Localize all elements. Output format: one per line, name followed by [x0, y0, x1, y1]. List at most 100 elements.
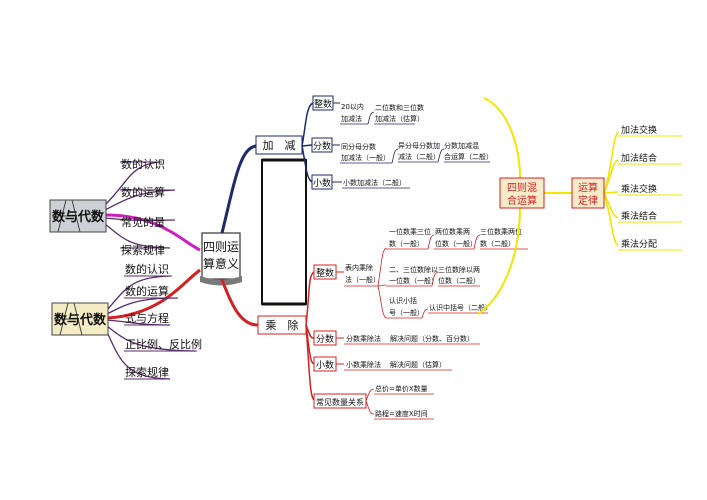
bottom-left-root[interactable]: 数与代数 [51, 302, 109, 336]
text-node: 小数加减法（二般） [343, 178, 406, 187]
add-sub-node[interactable]: 加 减 [255, 135, 303, 155]
mul-div-fraction[interactable]: 分数 [313, 330, 337, 346]
text-node: 一位数（一般） [389, 276, 438, 285]
mul-div-quantity[interactable]: 常见数量关系 [313, 393, 367, 409]
root-title: 数与代数 [52, 209, 105, 225]
node-label: 常见数量关系 [316, 397, 364, 407]
text-node: 减法（二般） [398, 152, 440, 161]
text-node: 分数加减混 [444, 141, 479, 150]
add-sub-integer[interactable]: 整数 [312, 95, 334, 111]
branch-line [301, 145, 313, 183]
text-node: 二位数和三位数 [375, 103, 424, 112]
branch-line [104, 161, 161, 206]
text-node: 路程=速度X时间 [375, 409, 428, 418]
top-left-branch [104, 161, 201, 252]
node-label: 定律 [578, 194, 598, 207]
law-item[interactable]: 乘法结合 [621, 210, 657, 222]
topic-item[interactable]: 数的运算 [121, 185, 165, 199]
text-node: 异分母分数加 [398, 141, 440, 150]
text-node: 20以内 [341, 102, 364, 111]
text-node: 一位数乘三位 [389, 227, 431, 236]
center-node[interactable]: 四则运 算意义 [200, 232, 242, 286]
node-label: 四则混 [507, 181, 537, 194]
add-sub-label: 加 减 [263, 139, 296, 152]
connector-line [603, 192, 619, 247]
text-node: 合运算（二般） [444, 152, 493, 161]
node-label: 小数 [313, 177, 331, 189]
text-node: 加减法 [341, 114, 362, 123]
branch-line [104, 213, 201, 252]
branch-line [104, 189, 176, 211]
text-node: 加减法（一般） [341, 153, 390, 162]
branch-line [220, 144, 257, 234]
node-frame [499, 177, 545, 209]
bracket-box [261, 158, 307, 306]
text-node: 同分母分数 [341, 142, 376, 151]
node-frame [571, 177, 605, 209]
topic-item[interactable]: 式与方程 [125, 311, 169, 325]
text-node: 认识小括 [389, 296, 417, 305]
center-line2: 算意义 [203, 256, 239, 271]
text-node: 解决问题（估算） [390, 360, 446, 369]
branch-line [301, 102, 314, 147]
text-node: 认识中括号（二般） [429, 303, 492, 312]
node-label: 分数 [316, 333, 334, 345]
topic-item[interactable]: 数的认识 [125, 262, 169, 276]
text-node: 数（二般） [480, 239, 515, 248]
law-item[interactable]: 加法结合 [621, 152, 657, 164]
text-node: 总价=单价X数量 [375, 384, 428, 393]
top-left-root[interactable]: 数与代数 [49, 199, 107, 233]
connector-line [477, 207, 521, 315]
road-icon [57, 199, 81, 233]
add-sub-fraction[interactable]: 分数 [311, 137, 333, 153]
connector-line [603, 192, 619, 219]
center-line1: 四则运 [203, 240, 239, 254]
text-node: 位数（一般） [435, 239, 477, 248]
text-node: 三位数除以两 [438, 265, 480, 274]
branch-line [106, 325, 196, 352]
branch-line [305, 324, 315, 401]
mul-div-node[interactable]: 乘 除 [257, 315, 307, 335]
node-label: 分数 [313, 140, 331, 152]
node-label: 整数 [316, 267, 334, 279]
mul-div-label: 乘 除 [266, 318, 299, 332]
text-node: 数（一般） [389, 239, 424, 248]
topic-item[interactable]: 数的认识 [121, 157, 165, 171]
topic-item[interactable]: 探索规律 [121, 243, 165, 257]
text-node: 位数（二般） [438, 276, 480, 285]
connector-line [603, 159, 619, 194]
connector-line [603, 191, 619, 194]
law-item[interactable]: 乘法分配 [621, 238, 657, 250]
add-sub-decimal[interactable]: 小数 [311, 174, 333, 190]
text-node: 号（一般） [389, 308, 424, 317]
law-item[interactable]: 乘法交换 [621, 183, 657, 195]
road-icon [59, 302, 83, 336]
bottom-left-branch [106, 268, 201, 380]
connector-line [483, 97, 521, 179]
text-node: 分数乘除法 [346, 334, 381, 343]
branch-line [106, 275, 171, 311]
law-item[interactable]: 加法交换 [621, 124, 657, 136]
branch-line [301, 144, 313, 147]
topic-item[interactable]: 探索规律 [125, 365, 169, 379]
node-label: 整数 [314, 98, 332, 110]
root-box [49, 199, 107, 233]
text-node: 法（一般） [345, 275, 380, 284]
topic-item[interactable]: 数的运算 [125, 284, 169, 298]
text-node: 解决问题（分数、百分数） [390, 334, 474, 343]
branch-line [220, 279, 259, 327]
branch-line [305, 271, 315, 326]
node-label: 小数 [316, 359, 334, 371]
laws-node[interactable]: 运算 定律 [571, 177, 605, 209]
node-label: 合运算 [507, 194, 537, 207]
mixed-ops-node[interactable]: 四则混 合运算 [499, 177, 545, 209]
node-label: 运算 [578, 181, 598, 194]
text-node: 两位数乘两 [435, 227, 470, 236]
text-node: 三位数乘两位 [480, 227, 522, 236]
topic-item[interactable]: 正比例、反比例 [125, 337, 202, 351]
mul-div-integer[interactable]: 整数 [313, 264, 337, 280]
text-node: 小数乘除法 [346, 360, 381, 369]
mul-div-decimal[interactable]: 小数 [313, 356, 337, 372]
topic-item[interactable]: 常见的量 [121, 215, 165, 229]
